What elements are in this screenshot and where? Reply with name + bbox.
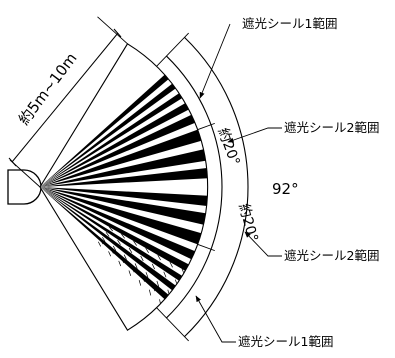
distance-label: 約5m~10m	[15, 49, 81, 128]
range-edge-line	[156, 32, 189, 67]
callouts: 遮光シール1範囲 遮光シール2範囲 遮光シール2範囲 遮光シール1範囲	[195, 16, 379, 349]
zone-angle-upper-label: 約20°	[214, 126, 242, 168]
callout-top: 遮光シール1範囲	[242, 16, 337, 31]
hatch-mark	[98, 241, 102, 247]
detection-beam	[40, 110, 205, 187]
detection-fan	[39, 43, 209, 331]
seal-range-bands	[156, 32, 249, 342]
hatch-mark	[107, 229, 112, 235]
total-angle-label: 92°	[272, 180, 299, 198]
seal2-edge-line	[197, 122, 215, 130]
hatch-mark	[123, 254, 127, 260]
detection-beam	[40, 187, 205, 264]
detection-beam	[40, 87, 191, 187]
hatch-mark	[100, 239, 104, 245]
hatch-mark	[121, 233, 125, 239]
hatch-mark	[112, 245, 117, 251]
hatch-mark	[133, 240, 137, 246]
hatch-mark	[131, 266, 135, 273]
detection-beam	[40, 187, 198, 276]
hatch-mark	[115, 242, 119, 248]
hatch-mark	[160, 276, 163, 283]
sensor-housing	[7, 169, 42, 205]
hatch-mark	[103, 234, 108, 240]
hatch-mark	[142, 276, 145, 282]
hatch-mark	[148, 267, 152, 274]
hatch-mark	[169, 261, 173, 268]
hatch-mark	[166, 266, 170, 273]
hatch-mark	[134, 263, 138, 269]
hatch-mark	[157, 254, 161, 261]
hatch-mark	[128, 247, 133, 253]
seal2-edge-line	[197, 244, 215, 252]
detection-beam	[40, 187, 191, 287]
detection-beam	[40, 77, 185, 187]
hatch-mark	[108, 251, 112, 257]
callout-lower-mid: 遮光シール2範囲	[284, 248, 379, 263]
hatch-mark	[105, 231, 110, 237]
detection-beam	[40, 187, 177, 307]
detection-beam	[40, 126, 208, 187]
hatch-mark	[163, 271, 167, 278]
detection-beam	[40, 187, 208, 248]
detection-beam	[40, 98, 198, 187]
detection-beam	[40, 187, 208, 228]
hatch-mark	[117, 239, 121, 245]
hatch-mark	[102, 236, 106, 242]
detection-beam	[40, 187, 208, 208]
hatch-mark	[126, 251, 130, 257]
hatch-mark	[156, 280, 160, 287]
hatch-mark	[131, 244, 135, 250]
callout-upper-mid: 遮光シール2範囲	[284, 120, 379, 135]
hatch-mark	[118, 260, 122, 267]
seal1-range-arc	[166, 55, 223, 319]
hatch-mark	[110, 248, 114, 254]
hatch-mark	[140, 255, 144, 262]
hatch-mark	[151, 263, 155, 270]
hatch-mark	[119, 236, 123, 242]
hatch-mark	[154, 259, 159, 265]
hatch-mark	[149, 289, 152, 296]
hatch-mark	[142, 251, 147, 258]
hatch-mark	[138, 280, 142, 286]
hatch-mark	[121, 257, 125, 264]
hatch-mark	[145, 247, 149, 253]
detection-beam	[40, 146, 208, 187]
zone-angle-lower-label: 約20°	[235, 202, 261, 244]
hatch-mark	[145, 272, 149, 278]
hatch-mark	[128, 270, 132, 276]
detection-beam	[40, 187, 185, 297]
hatch-mark	[152, 285, 156, 292]
callout-bottom: 遮光シール1範囲	[238, 334, 333, 349]
detection-beam	[40, 166, 208, 187]
hatch-mark	[137, 259, 141, 265]
detection-beam	[40, 67, 177, 187]
hatch-mark	[109, 226, 113, 232]
total-range-arc	[184, 36, 249, 338]
range-edge-line	[156, 307, 189, 342]
